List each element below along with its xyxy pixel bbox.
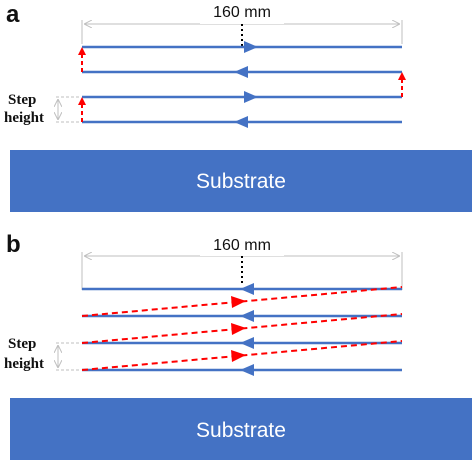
step-arrowhead	[398, 72, 406, 80]
dimension-label-bg	[200, 4, 284, 24]
scan-direction-arrow-left	[240, 364, 254, 376]
dimension-label: 160 mm	[213, 237, 271, 254]
step-arrowhead	[78, 97, 86, 105]
dimension-label: 160 mm	[213, 4, 271, 21]
step-label-line2: height	[4, 110, 44, 126]
scan-direction-arrow-left	[240, 310, 254, 322]
step-label-line1: Step	[8, 92, 36, 108]
substrate-label: Substrate	[196, 170, 286, 193]
scan-direction-arrow-left	[240, 337, 254, 349]
step-label-line2: height	[4, 356, 44, 372]
substrate-block	[10, 150, 472, 212]
scan-direction-arrow-left	[234, 116, 248, 128]
substrate-label: Substrate	[196, 419, 286, 442]
diagonal-arrowhead	[231, 350, 246, 362]
scan-direction-arrow-right	[244, 91, 258, 103]
scan-direction-arrow-right	[244, 41, 258, 53]
diagonal-arrowhead	[231, 296, 246, 308]
panel-a-label: a	[6, 1, 20, 28]
panel-a: a 160 mm Step height Substrate	[4, 1, 472, 212]
scan-direction-arrow-left	[240, 283, 254, 295]
step-label-line1: Step	[8, 336, 36, 352]
scan-direction-arrow-left	[234, 66, 248, 78]
panel-b-label: b	[6, 231, 21, 258]
step-arrowhead	[78, 47, 86, 55]
dimension-label-bg	[200, 236, 284, 256]
diagonal-arrowhead	[231, 323, 246, 335]
substrate-block	[10, 398, 472, 460]
panel-b: b 160 mm Step height Substrate	[4, 231, 472, 460]
